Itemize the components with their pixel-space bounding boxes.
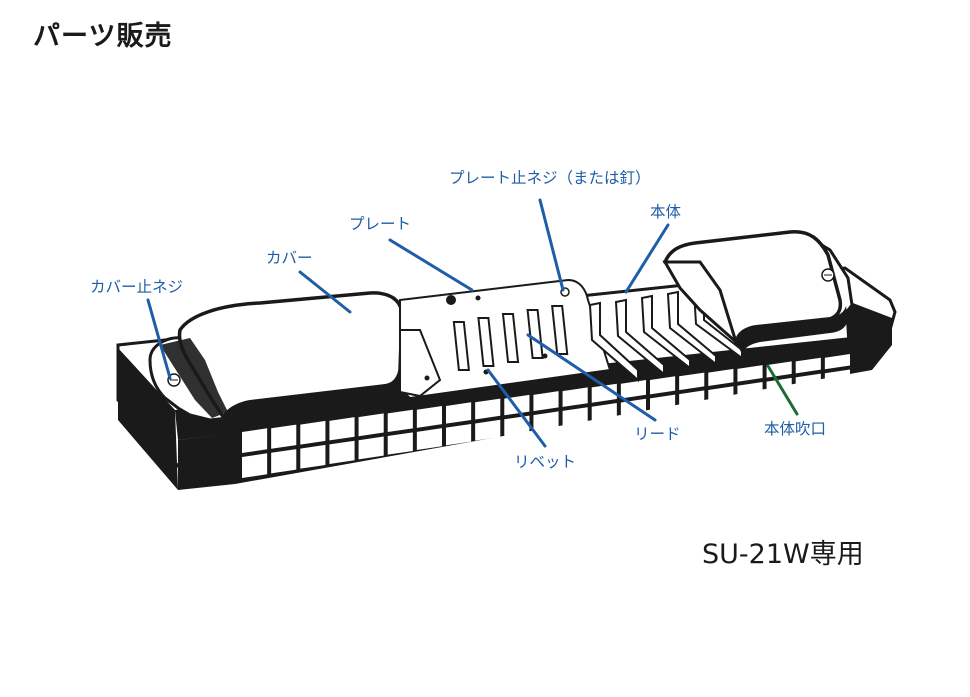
label-reed: リード [634,425,681,443]
mouthpiece-hole [533,391,559,412]
mouthpiece-hole [475,398,501,420]
mouthpiece-hole [358,413,384,437]
mouthpiece-hole [737,365,763,382]
label-plate: プレート [349,215,411,233]
leader-plate-screw [538,198,565,292]
mouthpiece-hole [650,376,676,395]
mouthpiece-hole [824,354,850,370]
body-left-end [118,348,178,490]
label-body: 本体 [650,203,682,221]
reed-slots [424,305,569,381]
mouthpiece-hole [562,407,588,427]
leader-body [624,223,670,294]
mouthpiece-hole [329,440,355,464]
body-front-band [175,335,872,440]
mouthpiece-hole [446,423,472,446]
label-rivet: リベット [514,453,576,471]
mouthpiece-hole [533,411,559,432]
label-cover-screw: カバー止ネジ [90,278,183,296]
mouthpiece-hole [300,444,326,469]
leader-lines [146,198,799,448]
leader-reed [526,333,657,422]
mouthpiece-hole [446,402,472,424]
label-body-mouthpiece: 本体吹口 [764,420,826,438]
leader-body-mouthpiece [766,364,799,416]
model-note: SU-21W専用 [702,539,864,570]
mouthpiece-hole [300,420,326,445]
mouthpiece-hole [475,419,501,441]
body-right-end [845,300,892,370]
mouthpiece-hole [271,449,297,474]
label-plate-screw: プレート止ネジ（または釘） [449,169,651,187]
mouthpiece-hole [329,417,355,441]
mouthpiece-hole [416,406,442,428]
mouthpiece-hole [242,453,268,478]
mouthpiece-hole [737,382,763,399]
mouthpiece-hole [708,368,734,386]
mouthpiece-hole [824,369,850,385]
mouthpiece-hole [591,403,617,422]
cover-left [148,291,404,434]
mouthpiece-hole [650,394,676,413]
mouthpiece-hole [620,398,646,418]
page-title: パーツ販売 [33,21,173,52]
cover-right [662,230,854,354]
mouthpiece-hole [620,380,646,399]
label-cover: カバー [266,249,313,267]
mouthpiece-hole [271,424,297,449]
mouthpiece-holes [242,354,850,478]
mouthpiece-hole [358,436,384,460]
leader-plate [388,238,474,292]
mouthpiece-hole [795,373,821,390]
mouthpiece-hole [679,390,705,408]
leader-rivet [486,368,547,448]
mouthpiece-hole [562,387,588,407]
mouthpiece-hole [708,386,734,404]
leader-cover [298,270,352,314]
plate-hole [446,295,456,305]
mouthpiece-hole [242,428,268,453]
mouthpiece-hole [795,357,821,374]
part-labels: プレート止ネジ（または釘） 本体 プレート カバー カバー止ネジ リード 本体吹… [90,169,826,471]
mouthpiece-hole [416,428,442,450]
mouthpiece-hole [387,432,413,455]
mouthpiece-hole [387,409,413,433]
leader-cover-screw [146,298,172,380]
mouthpiece-hole [504,415,530,436]
mouthpiece-hole [679,372,705,391]
